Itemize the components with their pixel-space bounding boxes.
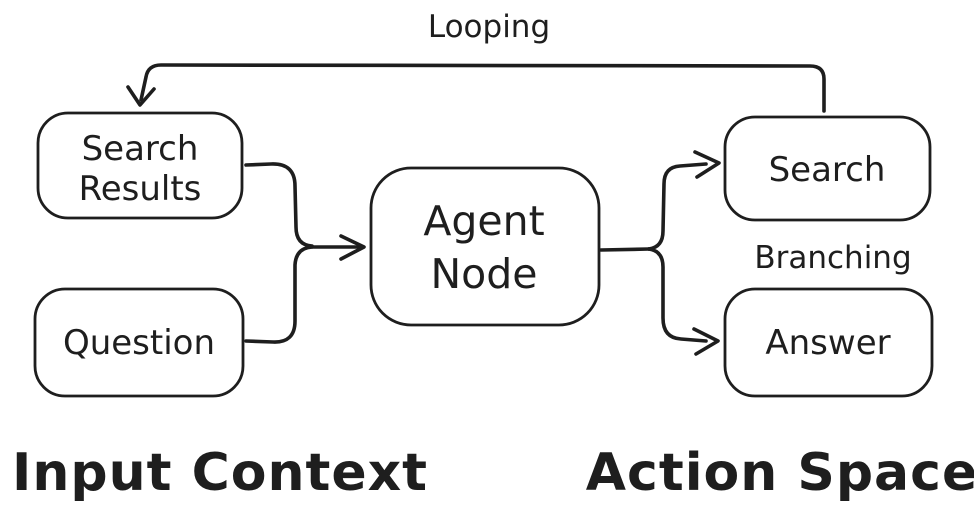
node-answer: Answer [723,287,934,398]
looping-arrowhead-icon [126,85,156,107]
edge-search-results-to-agent [244,162,314,248]
search-box [723,115,932,222]
node-search: Search [723,115,932,222]
search-label: Search [769,150,886,190]
node-search-results: Search Results [36,111,244,220]
agent-label-line2: Node [430,250,537,298]
edge-agent-to-search [647,162,708,251]
branching-label: Branching [754,240,911,276]
branch-edge-shaft [599,247,651,252]
merge-arrowhead-icon [339,234,366,261]
action-space-label: Action Space [586,443,974,503]
edge-question-to-agent [244,245,314,344]
search-results-label-line1: Search [82,129,199,169]
agent-label-line1: Agent [423,197,544,245]
agent-node-box [369,166,601,327]
node-question: Question [33,287,245,398]
answer-label: Answer [765,323,890,363]
branch-edge [599,150,721,356]
merge-edge [244,162,366,344]
branch-lower-arrowhead-icon [692,327,720,356]
node-agent: Agent Node [369,166,601,327]
question-label: Question [63,323,215,363]
branch-upper-arrowhead-icon [693,150,721,179]
looping-label: Looping [428,9,550,45]
looping-edge [126,63,826,113]
search-results-label-line2: Results [79,169,202,209]
edge-agent-to-answer [647,247,708,343]
search-results-box [36,111,244,220]
input-context-label: Input Context [12,443,428,503]
answer-box [723,287,934,398]
question-box [33,287,245,398]
looping-edge-line [139,63,826,113]
